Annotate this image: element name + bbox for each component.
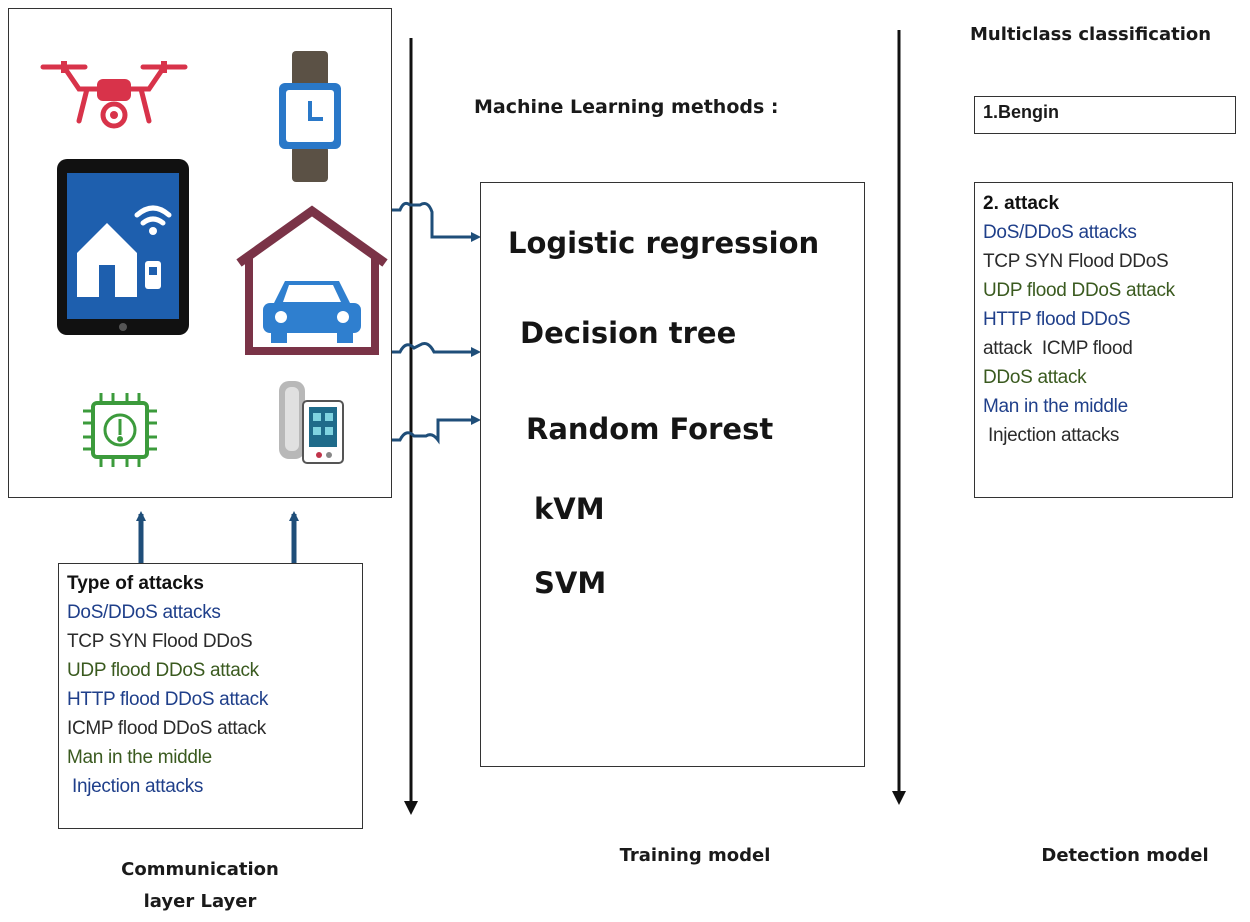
attack-class-item: DDoS attack	[983, 367, 1087, 388]
smartwatch-icon	[279, 51, 341, 182]
microchip-icon	[83, 393, 157, 467]
method-svm: SVM	[534, 566, 607, 600]
attack-class-item: UDP flood DDoS attack	[983, 280, 1175, 301]
attack-class-item: TCP SYN Flood DDoS	[983, 251, 1169, 272]
ml-methods-heading: Machine Learning methods :	[474, 96, 779, 118]
method-decision-tree: Decision tree	[520, 316, 737, 350]
connector-arrow-3	[392, 415, 481, 445]
communication-layer-caption: Communication layer Layer	[80, 854, 320, 918]
smart-meter-icon	[279, 381, 344, 464]
attack-type-item: ICMP flood DDoS attack	[67, 718, 266, 739]
benign-label: 1.Bengin	[983, 102, 1060, 122]
attack-class-item: Man in the middle	[983, 396, 1128, 417]
attack-class-item: HTTP flood DDoS	[983, 309, 1131, 330]
benign-box: 1.Bengin	[974, 96, 1236, 134]
iot-devices-box	[8, 8, 392, 498]
attack-class-item: Injection attacks	[983, 425, 1120, 446]
ml-methods-box	[480, 182, 865, 767]
attack-type-item: Injection attacks	[67, 776, 204, 797]
attack-type-item: HTTP flood DDoS attack	[67, 689, 269, 710]
attack-class-item: attack ICMP flood	[983, 338, 1133, 359]
communication-caption-line-1: Communication	[121, 859, 279, 880]
garage-car-icon	[236, 205, 388, 355]
method-random-forest: Random Forest	[526, 412, 774, 446]
connector-arrow-2	[392, 342, 481, 357]
method-kvm: kVM	[534, 492, 605, 526]
multiclass-heading: Multiclass classification	[970, 24, 1212, 45]
attack-classes-title: 2. attack	[983, 193, 1060, 214]
tablet-smart-home-icon	[57, 159, 189, 335]
communication-caption-line-2: layer Layer	[143, 891, 257, 912]
attack-type-item: Man in the middle	[67, 747, 212, 768]
attack-type-item: TCP SYN Flood DDoS	[67, 631, 253, 652]
connector-arrow-1	[392, 201, 481, 242]
detection-model-caption: Detection model	[1041, 845, 1209, 866]
attack-types-title: Type of attacks	[67, 573, 204, 594]
training-model-caption: Training model	[619, 845, 771, 866]
method-logistic-regression: Logistic regression	[508, 226, 820, 260]
attack-type-item: DoS/DDoS attacks	[67, 602, 221, 623]
attack-type-item: UDP flood DDoS attack	[67, 660, 259, 681]
drone-icon	[40, 61, 188, 129]
attack-class-item: DoS/DDoS attacks	[983, 222, 1137, 243]
